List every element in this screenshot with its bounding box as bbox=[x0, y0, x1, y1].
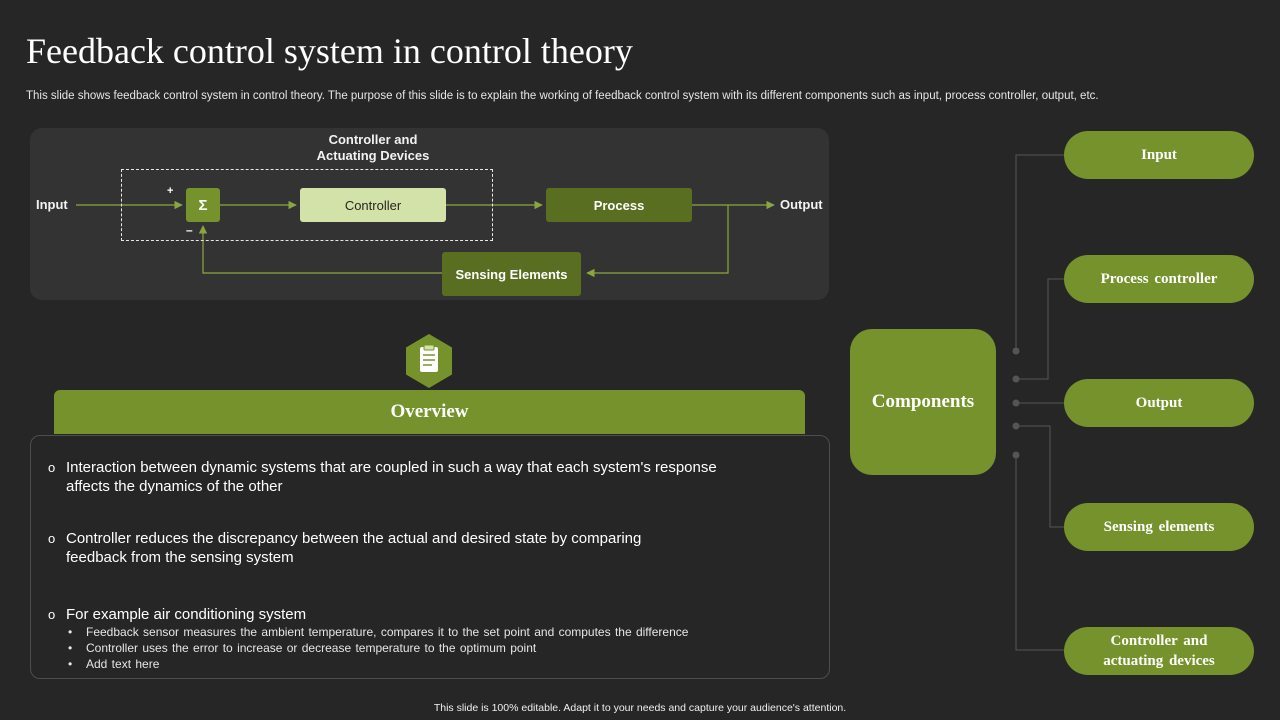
sub-bullet-1: •Feedback sensor measures the ambient te… bbox=[68, 625, 689, 639]
overview-bullet-2: o Controller reduces the discrepancy bet… bbox=[48, 530, 642, 566]
component-output: Output bbox=[1064, 379, 1254, 427]
overview-sub-list: •Feedback sensor measures the ambient te… bbox=[66, 624, 688, 672]
overview-heading: Overview bbox=[54, 390, 805, 434]
output-label: Output bbox=[780, 197, 823, 212]
plus-sign: + bbox=[167, 185, 174, 197]
footer-note: This slide is 100% editable. Adapt it to… bbox=[433, 702, 847, 714]
component-process-controller: Process controller bbox=[1064, 255, 1254, 303]
controller-actuating-group bbox=[121, 169, 493, 241]
clipboard-icon bbox=[406, 334, 452, 388]
summing-junction: Σ bbox=[186, 188, 220, 222]
sub-bullet-2: •Controller uses the error to increase o… bbox=[68, 641, 537, 655]
process-block: Process bbox=[546, 188, 692, 222]
sub-bullet-3: •Add text here bbox=[68, 657, 160, 671]
page-title: Feedback control system in control theor… bbox=[26, 31, 633, 71]
controller-block: Controller bbox=[300, 188, 446, 222]
component-input: Input bbox=[1064, 131, 1254, 179]
overview-panel bbox=[30, 435, 830, 679]
overview-bullet-1: o Interaction between dynamic systems th… bbox=[48, 459, 717, 495]
sensing-elements-block: Sensing Elements bbox=[442, 252, 581, 296]
components-hub: Components bbox=[850, 329, 996, 475]
controller-group-label: Controller and Actuating Devices bbox=[316, 132, 430, 163]
page-subtitle: This slide shows feedback control system… bbox=[26, 90, 1099, 102]
component-sensing-elements: Sensing elements bbox=[1064, 503, 1254, 551]
overview-bullet-3: o For example air conditioning system bbox=[48, 606, 307, 623]
feedback-to-sensing-arrow bbox=[586, 205, 729, 278]
sensing-to-sum-arrow bbox=[198, 225, 442, 274]
input-label: Input bbox=[36, 197, 68, 212]
minus-sign: – bbox=[186, 223, 193, 237]
